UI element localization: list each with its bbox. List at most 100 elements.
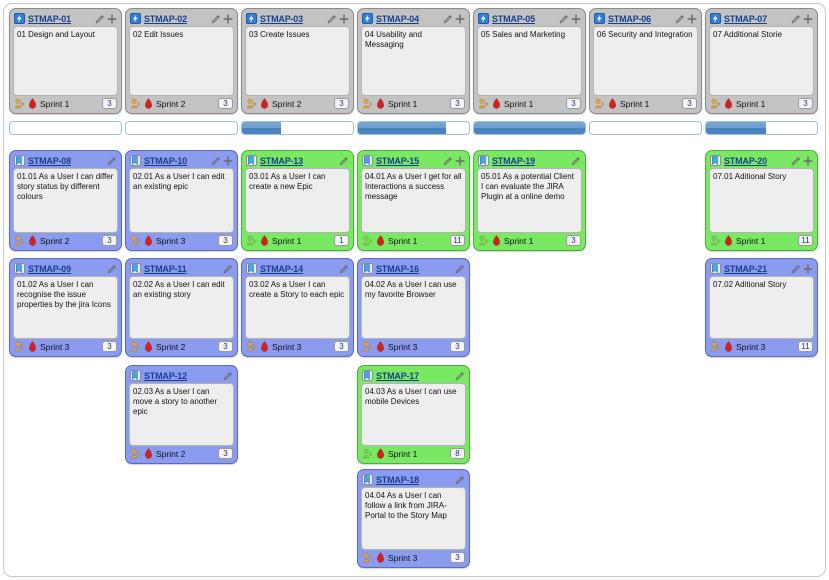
- card-header: STMAP-18: [361, 472, 466, 487]
- plus-add-icon[interactable]: [803, 14, 813, 24]
- pencil-edit-icon[interactable]: [455, 371, 465, 381]
- story-card-stmap-17[interactable]: STMAP-17 04.03 As a User I can use mobile…: [357, 365, 470, 464]
- issue-key-link[interactable]: STMAP-10: [144, 155, 187, 166]
- pencil-edit-icon[interactable]: [675, 14, 685, 24]
- issue-summary: 04.03 As a User I can use mobile Devices: [361, 383, 466, 446]
- priority-blocker-icon: [492, 98, 501, 109]
- assignee-avatar-done-icon: [362, 448, 373, 459]
- card-header: STMAP-06: [593, 11, 698, 26]
- issue-key-link[interactable]: STMAP-01: [28, 13, 71, 24]
- pencil-edit-icon[interactable]: [791, 264, 801, 274]
- issue-key-link[interactable]: STMAP-14: [260, 263, 303, 274]
- sprint-label: Sprint 1: [504, 98, 534, 109]
- pencil-edit-icon[interactable]: [791, 14, 801, 24]
- card-actions: [443, 14, 465, 24]
- plus-add-icon[interactable]: [107, 14, 117, 24]
- issue-key-link[interactable]: STMAP-18: [376, 474, 419, 485]
- plus-add-icon[interactable]: [223, 156, 233, 166]
- pencil-edit-icon[interactable]: [791, 156, 801, 166]
- sprint-label: Sprint 1: [388, 235, 418, 246]
- pencil-edit-icon[interactable]: [107, 264, 117, 274]
- issue-summary: 03.02 As a User I can create a Story to …: [245, 276, 350, 339]
- card-header: STMAP-08: [13, 153, 118, 168]
- issue-key-link[interactable]: STMAP-11: [144, 263, 187, 274]
- priority-blocker-icon: [144, 448, 153, 459]
- issue-key-link[interactable]: STMAP-02: [144, 13, 187, 24]
- issue-key-link[interactable]: STMAP-09: [28, 263, 71, 274]
- issue-key-link[interactable]: STMAP-21: [724, 263, 767, 274]
- pencil-edit-icon[interactable]: [95, 14, 105, 24]
- assignee-avatar-icon: [362, 552, 373, 563]
- pencil-edit-icon[interactable]: [211, 14, 221, 24]
- issue-summary: 01.01 As a User I can differ story statu…: [13, 168, 118, 233]
- issue-key-link[interactable]: STMAP-13: [260, 155, 303, 166]
- issue-key-link[interactable]: STMAP-06: [608, 13, 651, 24]
- plus-add-icon[interactable]: [223, 14, 233, 24]
- plus-add-icon[interactable]: [339, 14, 349, 24]
- card-header: STMAP-10: [129, 153, 234, 168]
- pencil-edit-icon[interactable]: [443, 14, 453, 24]
- pencil-edit-icon[interactable]: [571, 156, 581, 166]
- priority-blocker-icon: [724, 341, 733, 352]
- issue-key-link[interactable]: STMAP-19: [492, 155, 535, 166]
- sprint-label: Sprint 3: [388, 341, 418, 352]
- pencil-edit-icon[interactable]: [559, 14, 569, 24]
- card-header: STMAP-01: [13, 11, 118, 26]
- pencil-edit-icon[interactable]: [327, 14, 337, 24]
- plus-add-icon[interactable]: [571, 14, 581, 24]
- pencil-edit-icon[interactable]: [107, 156, 117, 166]
- pencil-edit-icon[interactable]: [339, 264, 349, 274]
- story-card-stmap-08[interactable]: STMAP-08 01.01 As a User I can differ sto…: [9, 150, 122, 251]
- priority-blocker-icon: [492, 235, 501, 246]
- plus-add-icon[interactable]: [687, 14, 697, 24]
- issue-key-link[interactable]: STMAP-15: [376, 155, 419, 166]
- pencil-edit-icon[interactable]: [443, 156, 453, 166]
- pencil-edit-icon[interactable]: [211, 156, 221, 166]
- plus-add-icon[interactable]: [455, 14, 465, 24]
- story-card-stmap-14[interactable]: STMAP-14 03.02 As a User I can create a S…: [241, 258, 354, 357]
- plus-add-icon[interactable]: [803, 156, 813, 166]
- issue-key-link[interactable]: STMAP-03: [260, 13, 303, 24]
- issue-key-link[interactable]: STMAP-20: [724, 155, 767, 166]
- issue-key-link[interactable]: STMAP-17: [376, 370, 419, 381]
- plus-add-icon[interactable]: [455, 156, 465, 166]
- issue-key-link[interactable]: STMAP-04: [376, 13, 419, 24]
- pencil-edit-icon[interactable]: [339, 156, 349, 166]
- issue-key-link[interactable]: STMAP-16: [376, 263, 419, 274]
- plus-add-icon[interactable]: [803, 264, 813, 274]
- pencil-edit-icon[interactable]: [223, 264, 233, 274]
- pencil-edit-icon[interactable]: [455, 264, 465, 274]
- pencil-edit-icon[interactable]: [223, 371, 233, 381]
- issue-key-link[interactable]: STMAP-07: [724, 13, 767, 24]
- issue-key-link[interactable]: STMAP-12: [144, 370, 187, 381]
- issue-key-link[interactable]: STMAP-08: [28, 155, 71, 166]
- pencil-edit-icon[interactable]: [455, 475, 465, 485]
- issue-key-link[interactable]: STMAP-05: [492, 13, 535, 24]
- story-points-badge: 3: [682, 98, 697, 109]
- sprint-label: Sprint 1: [388, 448, 418, 459]
